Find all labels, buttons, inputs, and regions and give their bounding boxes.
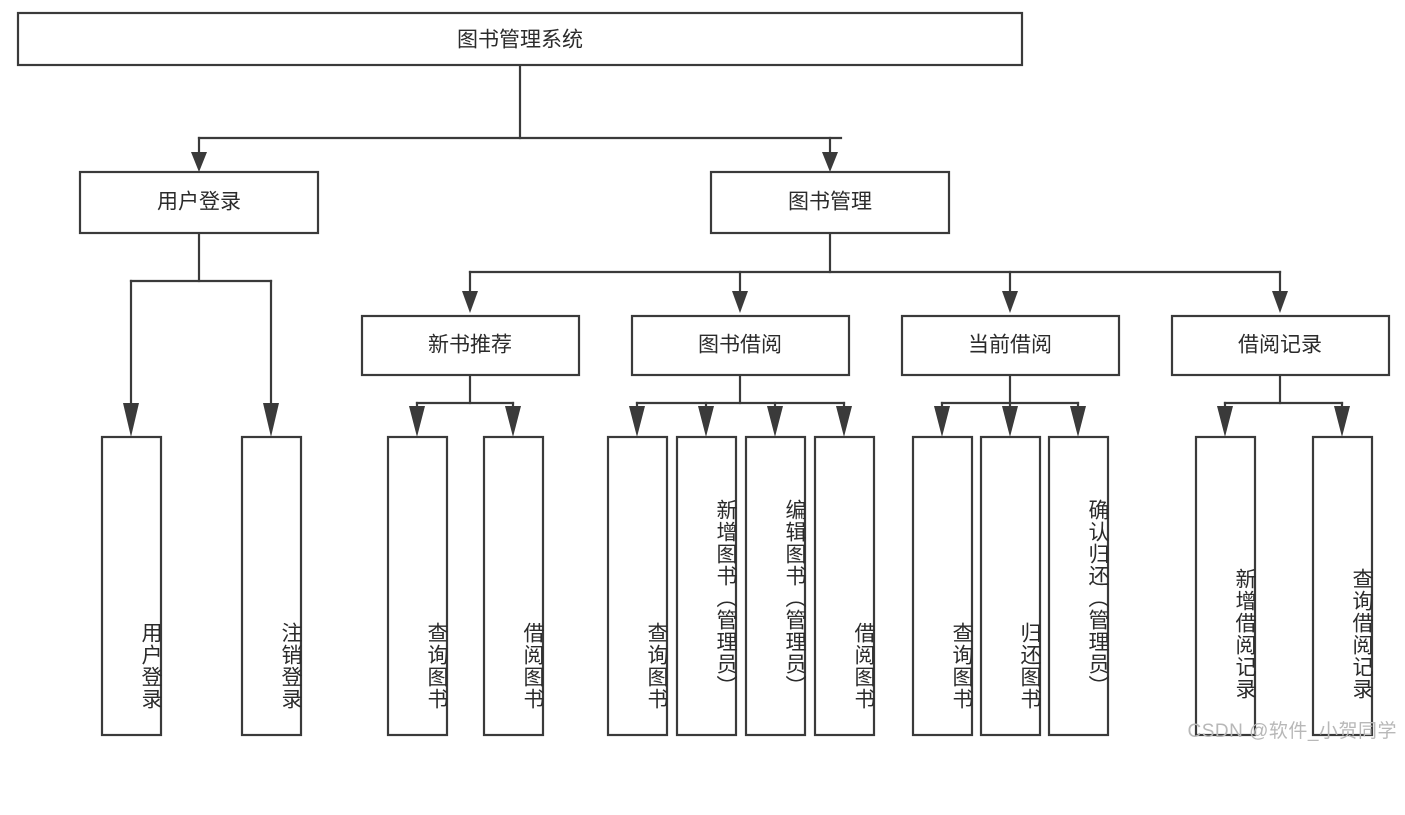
arrowhead-current-confirm xyxy=(1070,406,1086,437)
arrowhead-borrow-record xyxy=(1272,291,1288,313)
arrowhead-book-mgmt xyxy=(822,152,838,172)
node-new-book-recommend-label: 新书推荐 xyxy=(428,334,512,357)
leaf-box-borrow-add[interactable] xyxy=(675,435,738,737)
node-borrow-record-box[interactable] xyxy=(1170,314,1391,377)
leaf-box-borrow-query[interactable] xyxy=(606,435,669,737)
node-book-borrow-box[interactable] xyxy=(630,314,851,377)
node-root-box[interactable] xyxy=(16,11,1024,67)
arrowhead-leaf-user-login xyxy=(123,403,139,437)
node-borrow-record[interactable]: 借阅记录 xyxy=(1170,314,1391,377)
node-book-management[interactable]: 图书管理 xyxy=(709,170,951,235)
node-current-borrow-box[interactable] xyxy=(900,314,1121,377)
connectors-group xyxy=(123,63,1350,437)
leaf-box-logout[interactable] xyxy=(240,435,303,737)
leaf-boxes-group xyxy=(100,435,1374,737)
functional-structure-diagram: 图书管理系统 用户登录 图书管理 新书推荐 图书借阅 当前借阅 借阅记录 xyxy=(16,11,1397,742)
node-user-login-box[interactable] xyxy=(78,170,320,235)
arrowhead-new-book xyxy=(462,291,478,313)
arrowhead-record-add xyxy=(1217,406,1233,437)
arrowhead-borrow-query xyxy=(629,406,645,437)
arrowhead-current-query xyxy=(934,406,950,437)
arrowhead-newbook-query xyxy=(409,406,425,437)
leaf-box-current-return[interactable] xyxy=(979,435,1042,737)
node-book-management-box[interactable] xyxy=(709,170,951,235)
arrowhead-current-return xyxy=(1002,406,1018,437)
node-new-book-recommend[interactable]: 新书推荐 xyxy=(360,314,581,377)
leaf-box-borrow-edit[interactable] xyxy=(744,435,807,737)
arrowhead-borrow-add xyxy=(698,406,714,437)
arrowhead-leaf-logout xyxy=(263,403,279,437)
node-book-borrow[interactable]: 图书借阅 xyxy=(630,314,851,377)
node-current-borrow[interactable]: 当前借阅 xyxy=(900,314,1121,377)
node-book-management-label: 图书管理 xyxy=(788,191,872,214)
leaf-box-record-add[interactable] xyxy=(1194,435,1257,737)
leaf-box-newbook-borrow[interactable] xyxy=(482,435,545,737)
arrowhead-borrow-edit xyxy=(767,406,783,437)
arrowhead-borrow-lend xyxy=(836,406,852,437)
watermark-text: CSDN @软件_小贺同学 xyxy=(1187,721,1397,742)
leaf-box-newbook-query[interactable] xyxy=(386,435,449,737)
node-user-login-label: 用户登录 xyxy=(157,191,241,214)
arrowhead-user-login xyxy=(191,152,207,172)
node-user-login[interactable]: 用户登录 xyxy=(78,170,320,235)
arrowhead-book-borrow xyxy=(732,291,748,313)
leaf-box-current-confirm[interactable] xyxy=(1047,435,1110,737)
node-root[interactable]: 图书管理系统 xyxy=(16,11,1024,67)
leaf-box-current-query[interactable] xyxy=(911,435,974,737)
leaf-box-borrow-lend[interactable] xyxy=(813,435,876,737)
node-current-borrow-label: 当前借阅 xyxy=(968,334,1052,357)
leaf-box-record-query[interactable] xyxy=(1311,435,1374,737)
node-borrow-record-label: 借阅记录 xyxy=(1238,334,1322,357)
node-new-book-recommend-box[interactable] xyxy=(360,314,581,377)
arrowhead-record-query xyxy=(1334,406,1350,437)
node-root-label: 图书管理系统 xyxy=(457,29,583,52)
arrowhead-newbook-borrow xyxy=(505,406,521,437)
arrowhead-current-borrow xyxy=(1002,291,1018,313)
node-book-borrow-label: 图书借阅 xyxy=(698,334,782,357)
diagram-canvas: 图书管理系统 用户登录 图书管理 新书推荐 图书借阅 当前借阅 借阅记录 xyxy=(16,11,1391,737)
leaf-box-user-login[interactable] xyxy=(100,435,163,737)
